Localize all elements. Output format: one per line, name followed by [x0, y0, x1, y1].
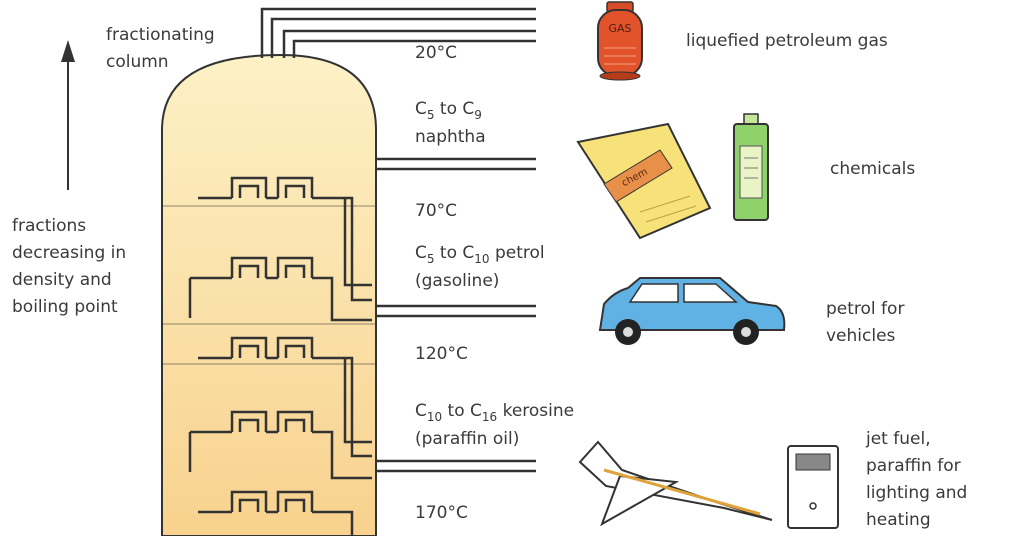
bubble-cap-trays — [188, 176, 372, 536]
product-chemicals: chemicals — [830, 159, 916, 179]
fraction-naphtha-name: naphtha — [415, 127, 486, 147]
temp-label-1: 20°C — [415, 43, 458, 63]
temp-label-4: 170°C — [415, 503, 468, 523]
carbon-from-2: 5 — [426, 252, 435, 266]
chemical-packet-icon: chem — [576, 122, 712, 240]
side-outlet-pipes — [376, 157, 536, 473]
fraction-petrol-alt-name: (gasoline) — [415, 271, 500, 291]
fraction-naphtha-range: C5 to C9 — [415, 99, 482, 122]
upward-arrow — [61, 40, 75, 190]
temp-label-2: 70°C — [415, 201, 458, 221]
fractionating-column — [161, 53, 377, 536]
fraction-kerosine-range: C10 to C16 kerosine — [415, 401, 575, 424]
carbon-to-1: 9 — [474, 108, 482, 122]
top-outlet-pipes — [260, 7, 536, 58]
column-label: fractionating column — [106, 25, 215, 72]
product-jet-fuel: jet fuel, paraffin for lighting and heat… — [866, 429, 968, 530]
carbon-from-1: 5 — [426, 108, 435, 122]
gas-canister-text: GAS — [608, 22, 631, 35]
temp-label-3: 120°C — [415, 344, 468, 364]
fraction-petrol-range: C5 to C10 petrol — [415, 243, 545, 266]
car-icon — [598, 277, 786, 345]
fraction-petrol-name: petrol — [494, 243, 545, 263]
jet-plane-icon — [578, 440, 773, 527]
trend-label: fractions decreasing in density and boil… — [12, 216, 127, 317]
carbon-to-2: 10 — [474, 252, 490, 266]
product-petrol: petrol for vehicles — [826, 299, 905, 346]
carbon-to-3: 16 — [481, 410, 498, 424]
gas-canister-icon: GAS — [597, 1, 643, 81]
chemical-bottle-icon — [733, 113, 769, 221]
carbon-from-3: 10 — [426, 410, 443, 424]
tray-separators — [163, 205, 375, 365]
paraffin-heater-icon — [787, 445, 839, 529]
product-lpg: liquefied petroleum gas — [686, 31, 888, 51]
fraction-kerosine-name: kerosine — [502, 401, 575, 421]
fraction-kerosine-alt-name: (paraffin oil) — [415, 429, 520, 449]
